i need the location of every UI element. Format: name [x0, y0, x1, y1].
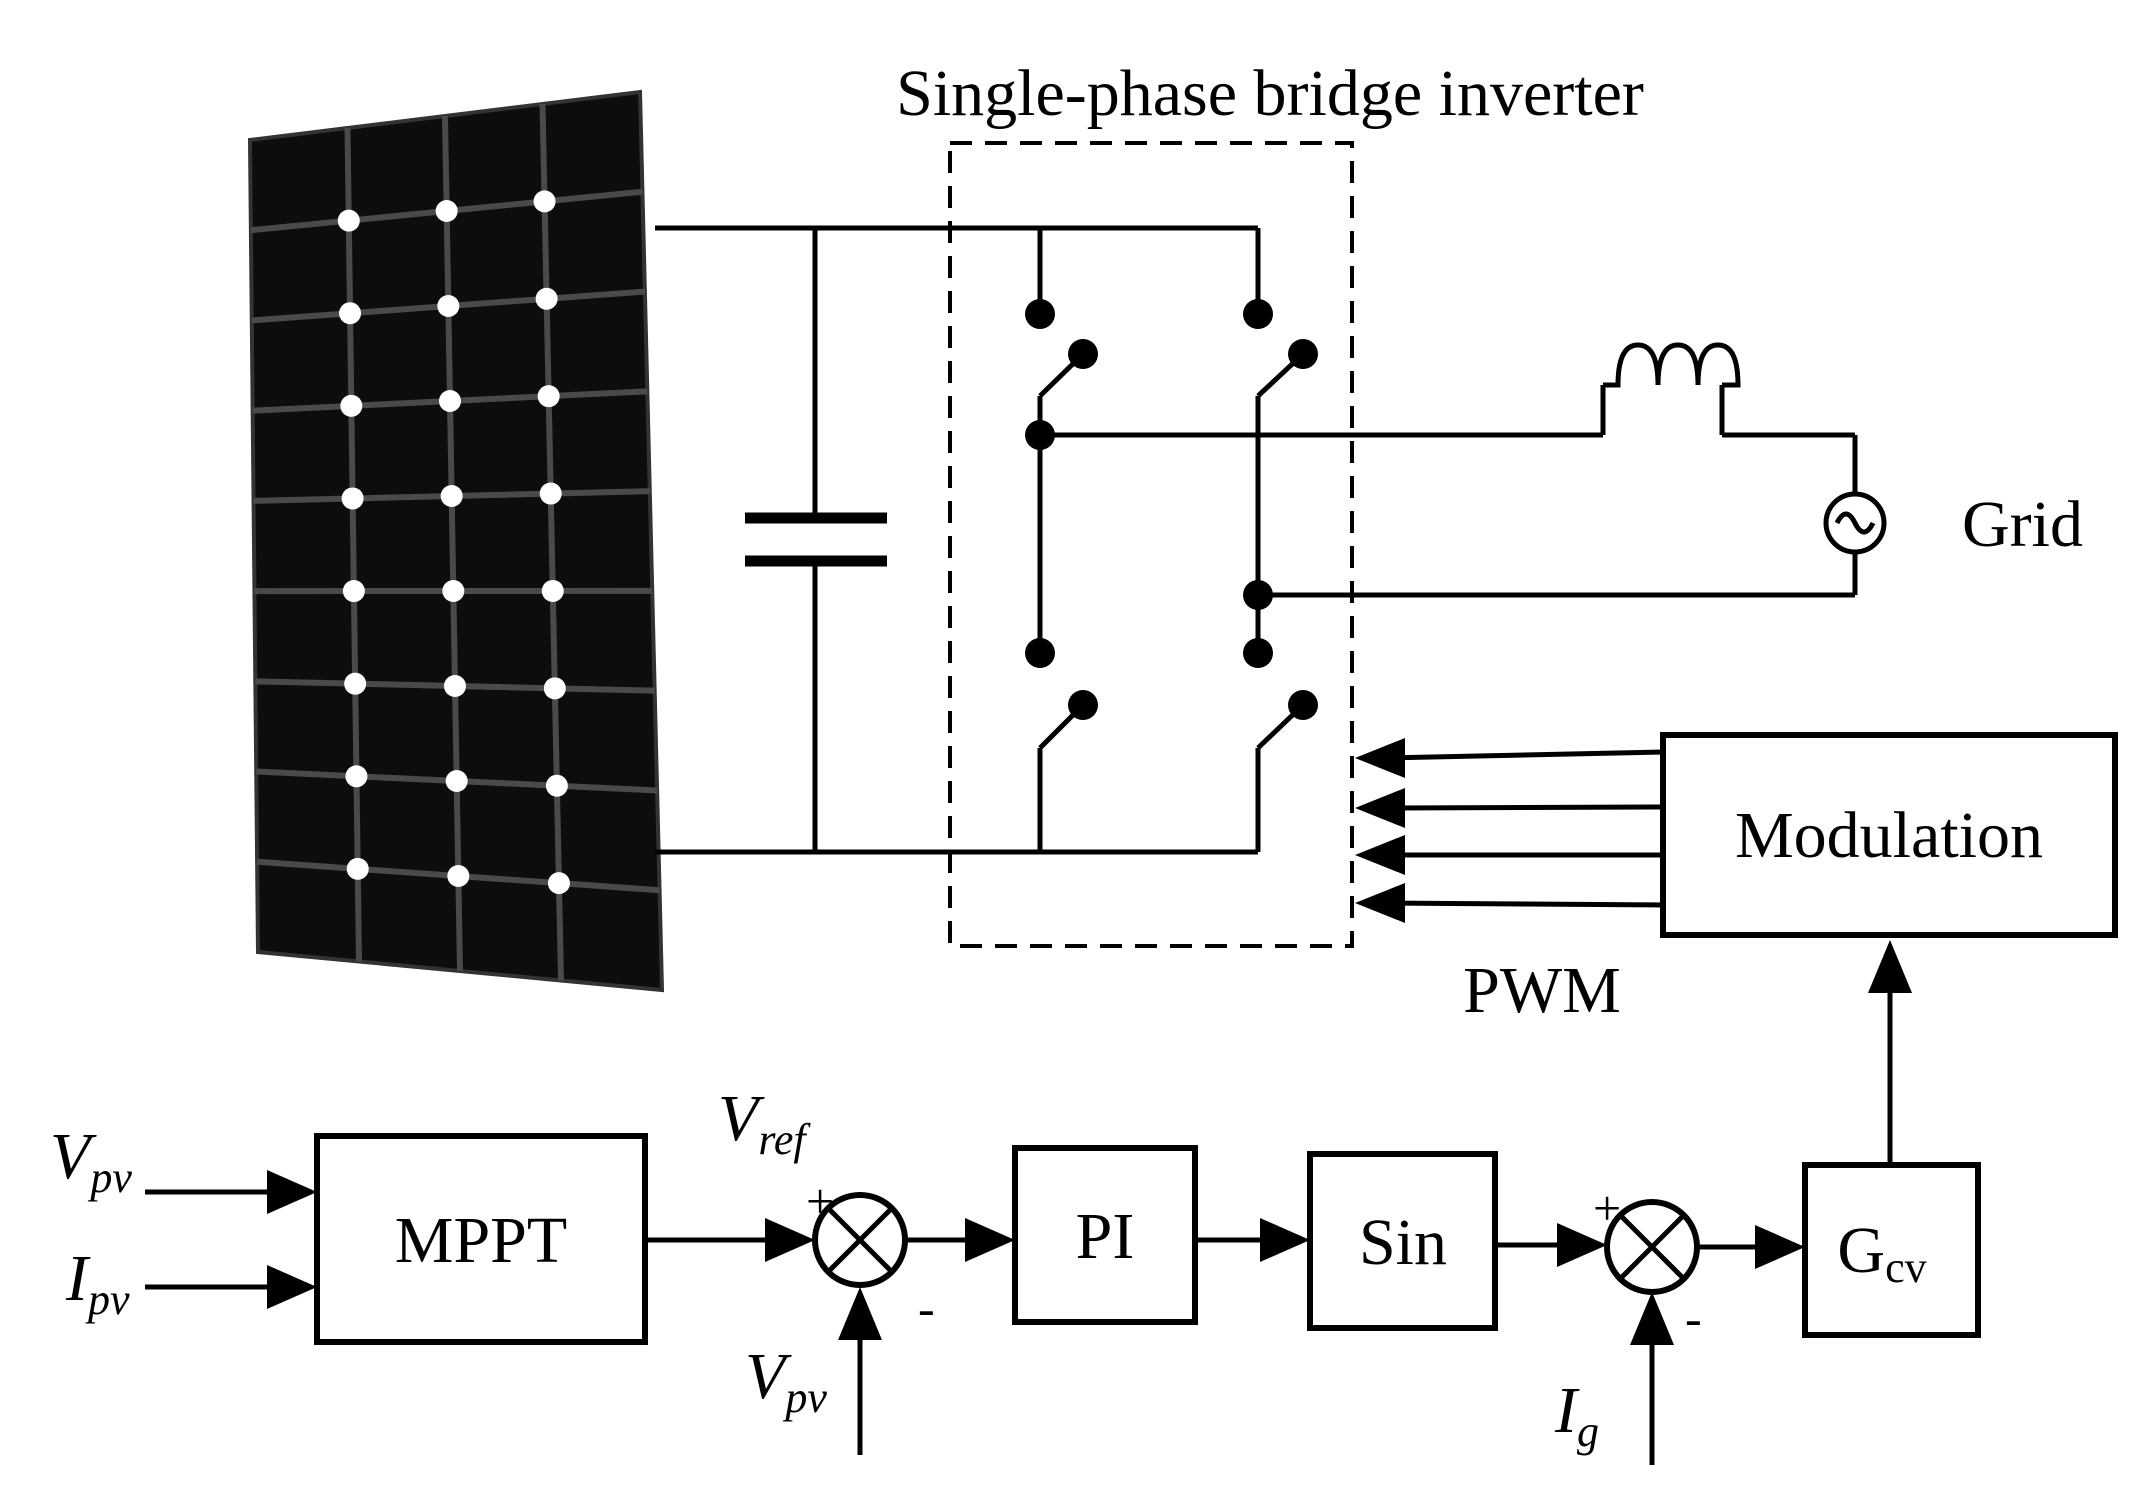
panel-cell-dot: [545, 774, 568, 797]
panel-cell-dot: [346, 857, 369, 880]
panel-cell-dot: [547, 872, 570, 895]
ac-output: [1040, 342, 1858, 598]
bridge-switches: [1025, 299, 1318, 852]
gcv-label-main: G: [1837, 1214, 1885, 1287]
sine-wave-icon: [1834, 511, 1876, 535]
minus-sign-voltage: -: [918, 1280, 935, 1336]
pwm-arrow: [1355, 883, 1405, 923]
panel-cell-dot: [447, 865, 470, 887]
panel-cell-dot: [533, 190, 556, 213]
pi-label: PI: [1076, 1200, 1135, 1273]
panel-cell-dot: [444, 675, 466, 697]
summing-junction-current: [1604, 1199, 1700, 1295]
switch-contact: [1068, 690, 1098, 720]
switch-contact: [1288, 690, 1318, 720]
plus-sign-voltage: +: [806, 1173, 834, 1229]
summing-junction-voltage: [812, 1192, 908, 1288]
panel-cell-divider: [344, 127, 362, 962]
panel-cell-dot: [439, 390, 461, 412]
dc-link-capacitor: [745, 228, 887, 852]
grid-label: Grid: [1962, 488, 2083, 561]
plus-sign-current: +: [1593, 1180, 1621, 1236]
ig-label: Ig: [1554, 1374, 1599, 1456]
inverter-boundary: [948, 141, 1354, 948]
vref-label: Vref: [718, 1082, 811, 1164]
sin-block: [1307, 1151, 1498, 1331]
panel-cell-dot: [445, 770, 468, 792]
gcv-label: Gcv: [1837, 1214, 1926, 1292]
panel-cell-dot: [537, 385, 560, 408]
modulation-block: [1660, 732, 2118, 938]
pwm-label: PWM: [1463, 954, 1621, 1027]
modulation-label: Modulation: [1735, 799, 2043, 872]
vpv-feedback-label: Vpv: [745, 1340, 827, 1422]
panel-cell-divider: [442, 115, 463, 972]
panel-cell-dot: [543, 677, 566, 700]
panel-cell-dot: [342, 580, 365, 603]
panel-cell-dot: [440, 485, 463, 507]
vpv-input-label: Vpv: [50, 1120, 132, 1202]
panel-cell-dot: [337, 209, 360, 232]
inverter-title: Single-phase bridge inverter: [896, 57, 1644, 130]
panel-cell-dot: [341, 487, 364, 510]
pwm-arrow: [1355, 835, 1405, 875]
switch-contact: [1288, 339, 1318, 369]
pwm-signals: [1355, 738, 1664, 923]
switch-contact: [1025, 638, 1055, 668]
sin-label: Sin: [1359, 1206, 1447, 1279]
panel-cell-dot: [345, 765, 368, 788]
gcv-block: [1802, 1162, 1981, 1338]
minus-sign-current: -: [1685, 1290, 1702, 1346]
panel-cell-dot: [340, 394, 363, 417]
panel-cell-dot: [541, 579, 564, 602]
panel-cell-dot: [535, 287, 558, 310]
panel-cell-dot: [339, 302, 362, 325]
grid-source: [1823, 491, 1887, 555]
panel-cell-dot: [344, 672, 367, 695]
gcv-label-sub: cv: [1885, 1243, 1927, 1292]
mppt-block: [314, 1133, 648, 1345]
switch-contact: [1243, 638, 1273, 668]
dc-bus: [655, 225, 1261, 855]
mppt-label: MPPT: [395, 1204, 567, 1277]
switch-contact: [1243, 299, 1273, 329]
pi-block: [1012, 1145, 1198, 1325]
pwm-arrow: [1355, 788, 1405, 828]
panel-cell-dot: [442, 580, 465, 602]
solar-panel: [247, 89, 665, 993]
inductor-coil: [1603, 342, 1741, 388]
switch-contact: [1025, 299, 1055, 329]
panel-cell-dot: [437, 295, 460, 317]
panel-cell-dot: [539, 482, 562, 505]
control-chain: [145, 940, 1912, 1465]
panel-cell-dot: [435, 200, 458, 222]
switch-contact: [1068, 339, 1098, 369]
panel-cell-divider: [539, 103, 564, 981]
ipv-input-label: Ipv: [65, 1242, 130, 1324]
pwm-arrow: [1355, 738, 1405, 778]
